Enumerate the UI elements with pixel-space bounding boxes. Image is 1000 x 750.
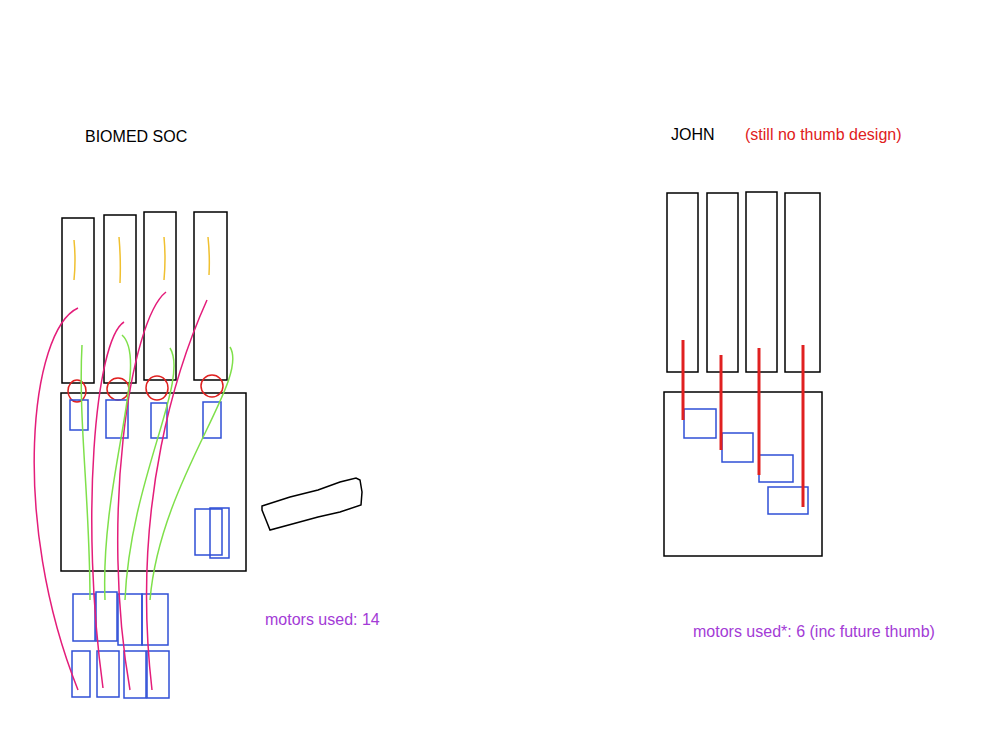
motor-box — [759, 455, 793, 482]
status-note: (still no thumb design) — [745, 126, 902, 143]
tendon-line — [92, 322, 124, 688]
tendon-line — [105, 335, 131, 600]
joint-circles — [68, 375, 223, 402]
sensor-line — [164, 237, 165, 280]
motor-box — [70, 400, 88, 430]
finger-outline — [62, 218, 94, 383]
motor-count-note: motors used: 14 — [265, 611, 380, 628]
thumb-sketch — [262, 478, 362, 530]
sensor-line — [208, 237, 209, 275]
motor-box — [73, 594, 95, 641]
label-holder: (still no thumb design) — [745, 125, 902, 145]
palm-motors — [684, 409, 808, 514]
drive-rods — [683, 340, 803, 507]
drive-rod — [758, 348, 761, 475]
finger-outlines — [61, 212, 246, 571]
tendon-line — [150, 347, 233, 600]
extensor-tendons — [81, 335, 233, 600]
design-heading: JOHN — [671, 126, 715, 143]
tendon-line — [118, 292, 166, 690]
motor-count-note: motors used*: 6 (inc future thumb) — [693, 623, 935, 640]
drive-rod — [720, 355, 723, 450]
motor-box — [684, 409, 716, 438]
finger-outline — [144, 212, 176, 380]
finger-outline — [104, 215, 136, 383]
label-holder: JOHN — [671, 125, 715, 145]
finger-outline — [194, 212, 227, 380]
label-holder: motors used: 14 — [265, 610, 380, 630]
tendon-line — [125, 348, 174, 600]
finger-sensors — [74, 237, 209, 283]
joint-circle — [68, 380, 86, 402]
design-heading: BIOMED SOC — [85, 128, 187, 145]
motor-box — [96, 592, 117, 641]
joint-circle — [201, 375, 223, 397]
drive-rod — [682, 340, 685, 420]
motor-box — [210, 508, 229, 558]
joint-circle — [146, 376, 168, 400]
drive-rod — [802, 345, 805, 507]
sensor-line — [74, 240, 75, 280]
tendon-line — [81, 345, 90, 600]
motor-box — [195, 509, 222, 555]
joint-circle — [107, 378, 129, 400]
label-holder: motors used*: 6 (inc future thumb) — [693, 622, 935, 642]
motor-box — [72, 651, 90, 697]
finger-outline — [746, 192, 777, 372]
motor-box — [97, 651, 119, 697]
motor-box — [722, 433, 753, 462]
sensor-line — [119, 237, 120, 283]
palm-outline — [664, 392, 822, 556]
flexor-tendons — [34, 292, 207, 690]
tendon-line — [34, 308, 78, 690]
finger-outlines — [664, 192, 822, 556]
label-holder: BIOMED SOC — [85, 127, 187, 147]
finger-outline — [707, 193, 738, 372]
